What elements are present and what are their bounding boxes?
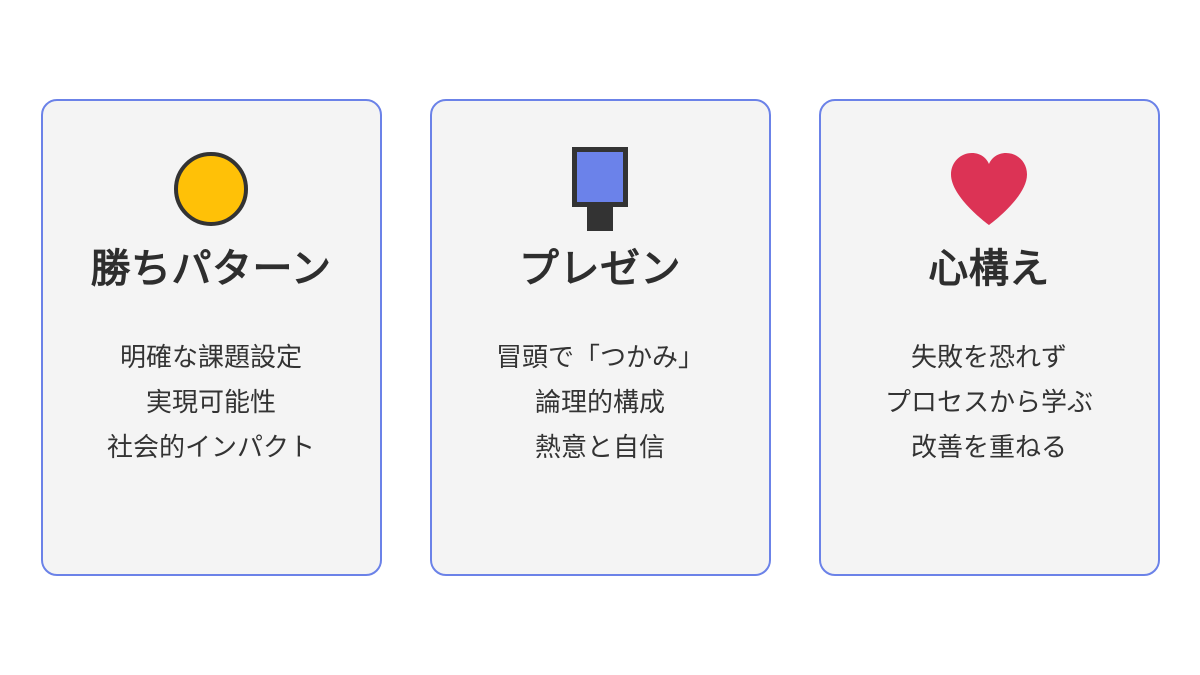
card-body-line: 社会的インパクト xyxy=(106,432,315,462)
card-body-line: 冒頭で「つかみ」 xyxy=(495,342,704,372)
gold-circle-icon xyxy=(174,152,248,226)
card-title: 勝ちパターン xyxy=(90,247,332,291)
card-icon-slot xyxy=(174,139,248,239)
card-body: 冒頭で「つかみ」 論理的構成 熱意と自信 xyxy=(496,335,704,470)
card-body: 失敗を恐れず プロセスから学ぶ 改善を重ねる xyxy=(885,335,1093,470)
card-body-line: プロセスから学ぶ xyxy=(884,387,1093,417)
card-winning-pattern[interactable]: 勝ちパターン 明確な課題設定 実現可能性 社会的インパクト xyxy=(40,99,382,576)
card-mindset[interactable]: 心構え 失敗を恐れず プロセスから学ぶ 改善を重ねる xyxy=(818,99,1160,576)
card-body-line: 失敗を恐れず xyxy=(910,342,1067,372)
card-icon-slot xyxy=(572,139,628,239)
presentation-board-icon xyxy=(572,147,628,231)
heart-icon xyxy=(951,153,1027,225)
card-body: 明確な課題設定 実現可能性 社会的インパクト xyxy=(107,335,315,470)
card-title: プレゼン xyxy=(519,247,681,291)
card-body-line: 熱意と自信 xyxy=(534,432,665,462)
card-body-line: 論理的構成 xyxy=(534,387,665,417)
card-body-line: 実現可能性 xyxy=(145,387,276,417)
card-presentation[interactable]: プレゼン 冒頭で「つかみ」 論理的構成 熱意と自信 xyxy=(429,99,771,576)
presentation-screen-shape xyxy=(572,147,628,207)
card-body-line: 明確な課題設定 xyxy=(119,342,302,372)
presentation-stem-shape xyxy=(587,206,613,231)
card-icon-slot xyxy=(948,139,1030,239)
card-body-line: 改善を重ねる xyxy=(910,432,1067,462)
card-title: 心構え xyxy=(928,247,1050,291)
